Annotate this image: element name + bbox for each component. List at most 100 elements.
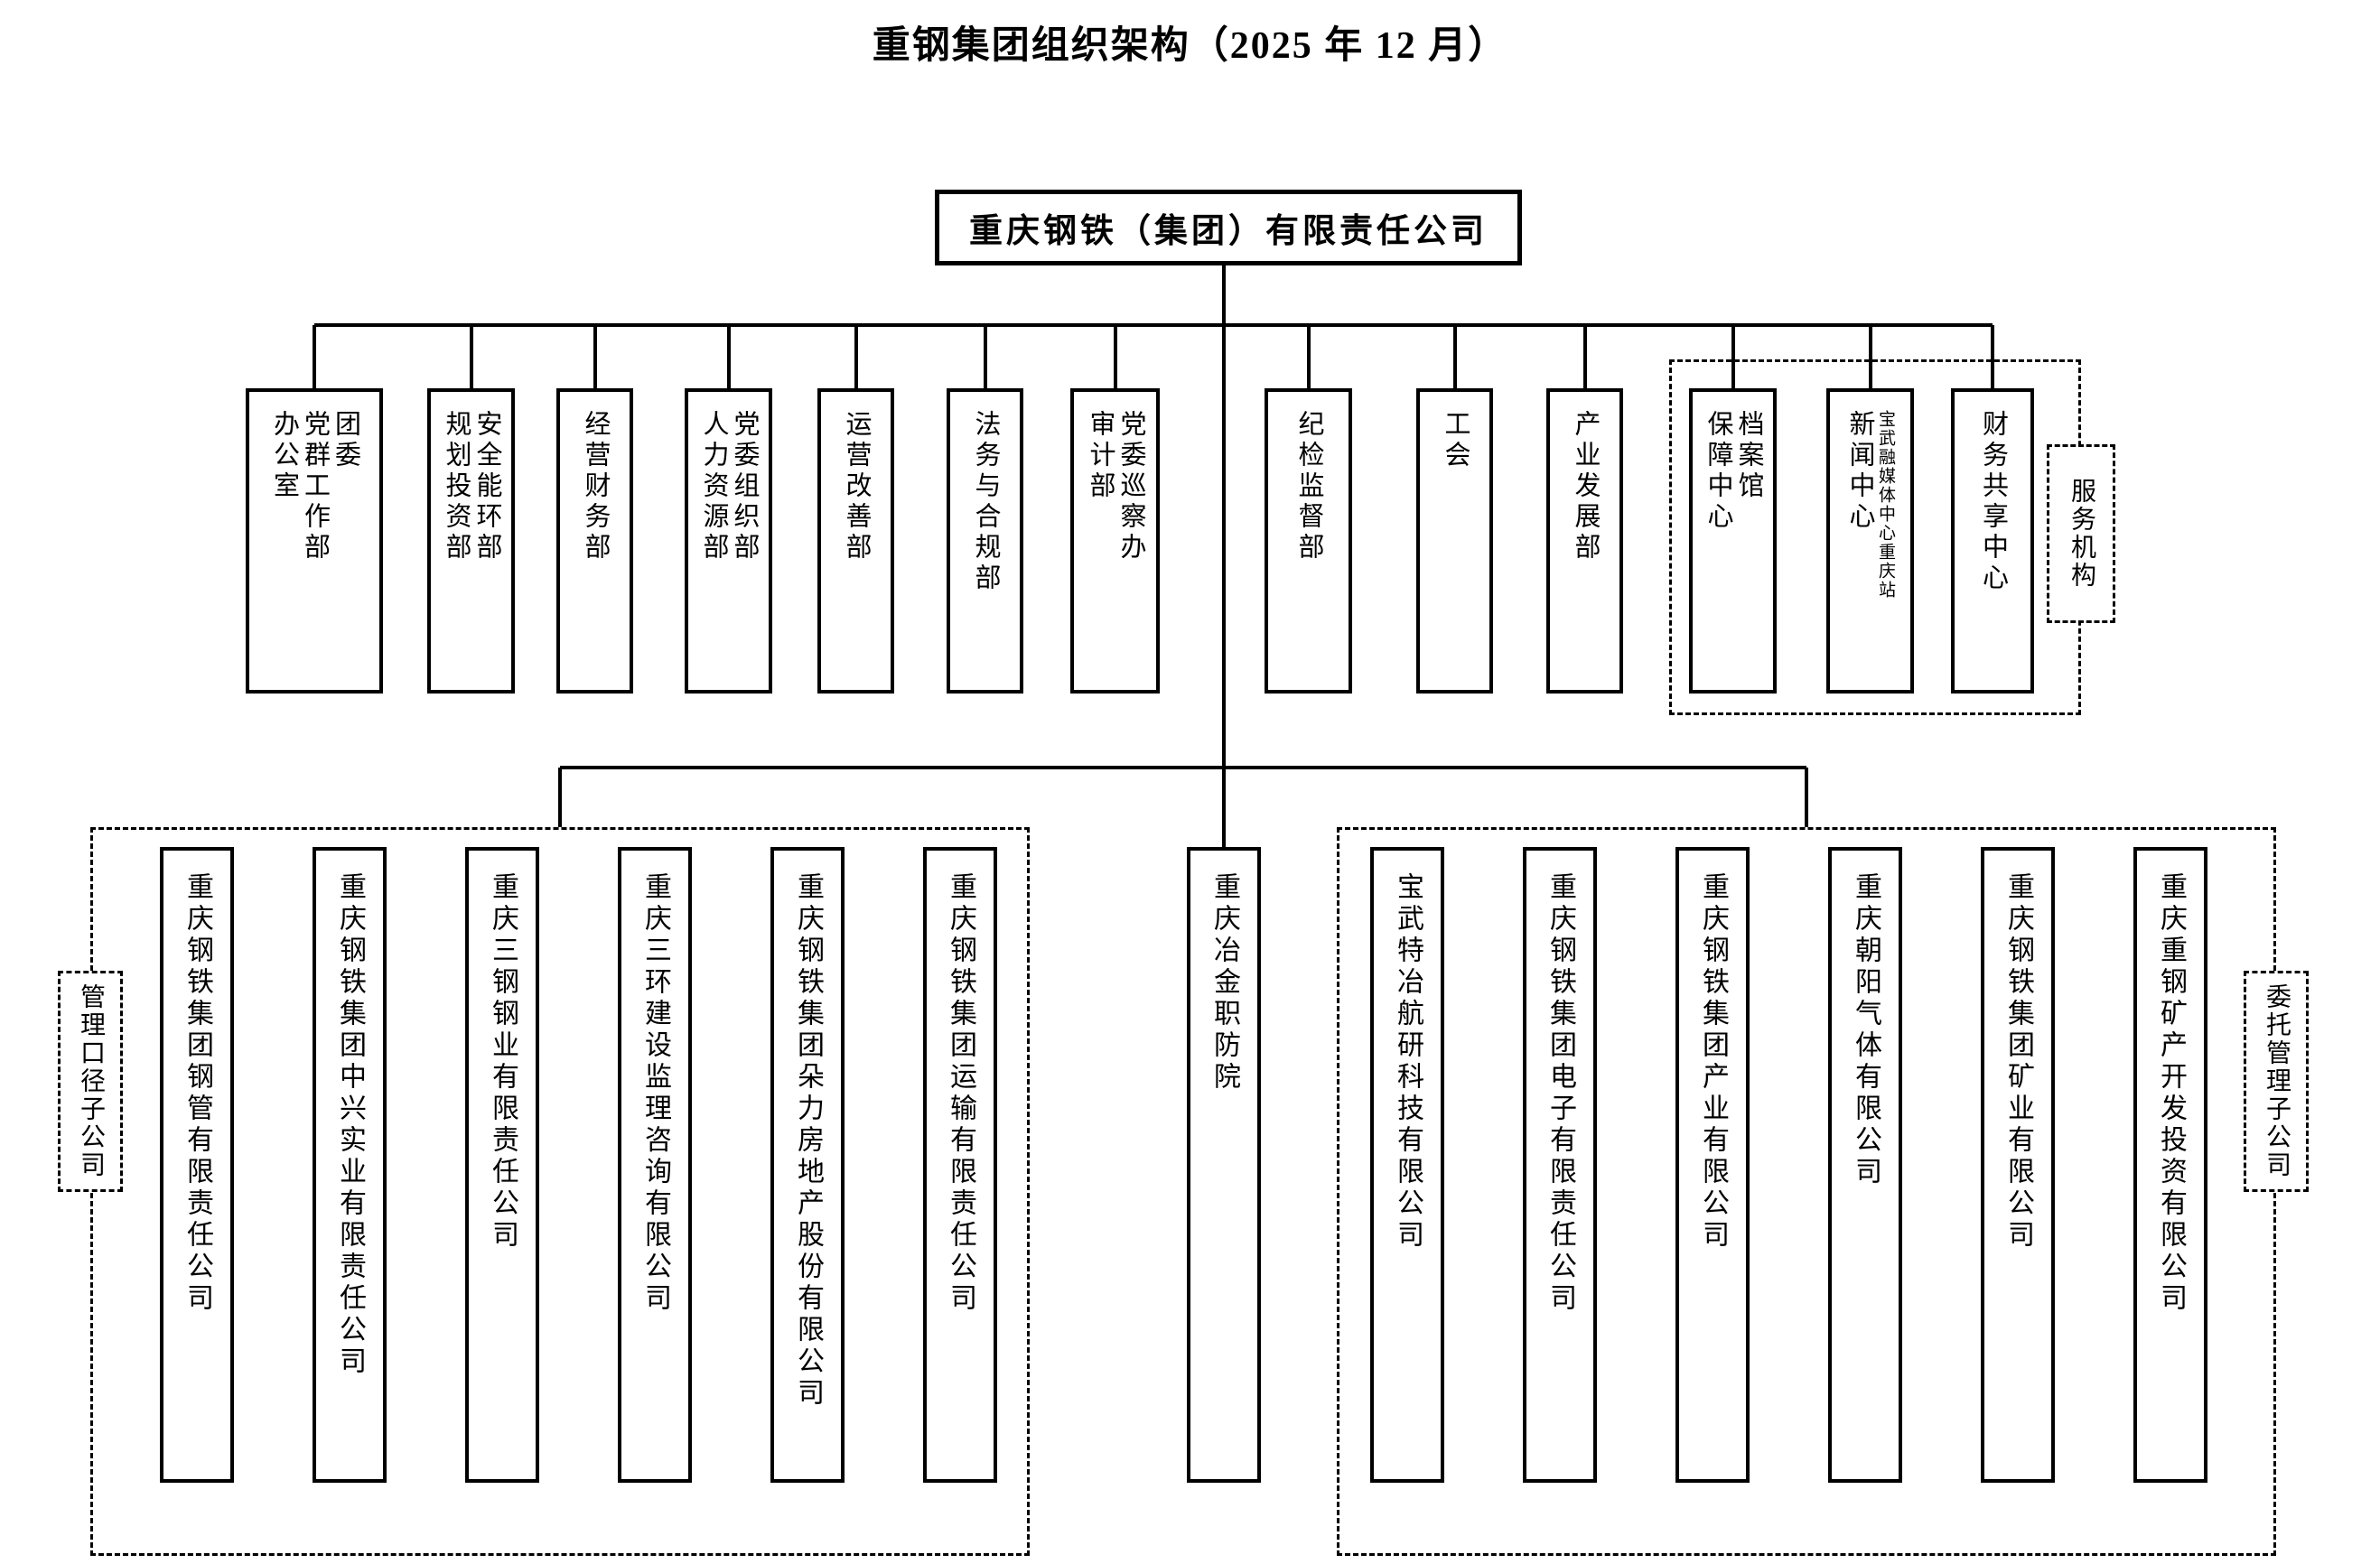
connector-line	[1731, 325, 1735, 388]
vertical-text: 人力资源部党委组织部	[695, 392, 761, 690]
connector-line	[1991, 325, 1994, 388]
name-column: 保障中心	[1703, 410, 1732, 533]
vertical-text: 纪检监督部	[1291, 392, 1326, 690]
name-column: 重庆钢铁集团矿业有限公司	[2003, 872, 2033, 1252]
connector-line	[314, 323, 1993, 327]
connector-line	[469, 325, 473, 388]
name-column: 规划投资部	[442, 410, 471, 563]
name-column: 纪检监督部	[1294, 410, 1323, 563]
connector-line	[1868, 325, 1872, 388]
service-group-label-text: 服务机构	[2067, 478, 2095, 590]
vertical-text: 办公室党群工作部团委	[266, 392, 363, 690]
root-company-box: 重庆钢铁（集团）有限责任公司	[935, 190, 1522, 265]
connector-line	[1582, 325, 1587, 388]
name-column: 产业发展部	[1571, 410, 1600, 563]
vertical-text: 重庆钢铁集团产业有限公司	[1694, 851, 1731, 1479]
vertical-text: 重庆三钢钢业有限责任公司	[484, 851, 520, 1479]
name-column: 党群工作部	[300, 410, 330, 563]
vertical-text: 重庆朝阳气体有限公司	[1847, 851, 1883, 1479]
connector-line	[1306, 325, 1311, 388]
dept-box: 审计部党委巡察办	[1070, 388, 1160, 694]
name-column: 重庆钢铁集团中兴实业有限责任公司	[335, 872, 365, 1378]
connector-line	[854, 325, 858, 388]
vertical-text: 重庆钢铁集团运输有限责任公司	[942, 851, 978, 1479]
dept-box: 经营财务部	[556, 388, 633, 694]
vertical-text: 工会	[1437, 392, 1472, 690]
connector-line	[1805, 768, 1808, 827]
vertical-text: 重庆钢铁集团矿业有限公司	[2000, 851, 2036, 1479]
name-column: 审计部	[1086, 410, 1115, 502]
vertical-text: 重庆冶金职防院	[1206, 851, 1242, 1479]
connector-line	[558, 768, 562, 827]
dept-box: 人力资源部党委组织部	[685, 388, 772, 694]
dept-box: 运营改善部	[817, 388, 894, 694]
connector-line	[560, 766, 1806, 769]
entrusted-subsidiaries-label: 委托管理子公司	[2244, 971, 2309, 1192]
managed-company-box: 重庆钢铁集团运输有限责任公司	[923, 847, 997, 1483]
managed-company-box: 重庆三钢钢业有限责任公司	[465, 847, 539, 1483]
name-column: 安全能环部	[472, 410, 501, 563]
vertical-text: 重庆钢铁集团中兴实业有限责任公司	[331, 851, 368, 1479]
name-column: 重庆三环建设监理咨询有限公司	[640, 872, 670, 1315]
name-column: 经营财务部	[581, 410, 610, 563]
vertical-text: 重庆三环建设监理咨询有限公司	[637, 851, 673, 1479]
name-column: 重庆朝阳气体有限公司	[1851, 872, 1881, 1188]
vertical-text: 审计部党委巡察办	[1082, 392, 1148, 690]
name-column: 团委	[331, 410, 360, 471]
managed-company-box: 重庆三环建设监理咨询有限公司	[618, 847, 692, 1483]
name-column: 法务与合规部	[971, 410, 1000, 594]
entrusted-company-box: 重庆钢铁集团电子有限责任公司	[1523, 847, 1597, 1483]
service-dept-box: 财务共享中心	[1951, 388, 2034, 694]
vertical-text: 经营财务部	[577, 392, 612, 690]
vertical-text: 法务与合规部	[967, 392, 1003, 690]
connector-line	[313, 325, 316, 388]
standalone-unit-box: 重庆冶金职防院	[1187, 847, 1261, 1483]
service-dept-box: 新闻中心宝武融媒体中心重庆站	[1826, 388, 1914, 694]
service-group-label: 服务机构	[2047, 444, 2115, 623]
dept-box: 规划投资部安全能环部	[427, 388, 515, 694]
managed-subsidiaries-label-text: 管理口径子公司	[77, 983, 105, 1179]
name-column: 重庆钢铁集团朵力房地产股份有限公司	[793, 872, 823, 1410]
entrusted-company-box: 重庆钢铁集团产业有限公司	[1675, 847, 1750, 1483]
vertical-text: 产业发展部	[1567, 392, 1602, 690]
dept-box: 办公室党群工作部团委	[246, 388, 383, 694]
managed-subsidiaries-label: 管理口径子公司	[58, 971, 123, 1192]
managed-company-box: 重庆钢铁集团中兴实业有限责任公司	[313, 847, 387, 1483]
vertical-text: 新闻中心宝武融媒体中心重庆站	[1842, 392, 1899, 690]
entrusted-company-box: 重庆钢铁集团矿业有限公司	[1981, 847, 2055, 1483]
vertical-text: 财务共享中心	[1975, 392, 2011, 690]
vertical-text: 重庆钢铁集团电子有限责任公司	[1542, 851, 1578, 1479]
service-dept-box: 保障中心档案馆	[1689, 388, 1777, 694]
dept-box: 工会	[1416, 388, 1493, 694]
entrusted-company-box: 重庆朝阳气体有限公司	[1828, 847, 1902, 1483]
name-column: 重庆冶金职防院	[1209, 872, 1239, 1094]
name-column: 办公室	[269, 410, 299, 502]
dept-box: 纪检监督部	[1265, 388, 1352, 694]
name-column: 人力资源部	[699, 410, 728, 563]
vertical-text: 规划投资部安全能环部	[438, 392, 504, 690]
name-column: 宝武融媒体中心重庆站	[1876, 410, 1895, 600]
managed-company-box: 重庆钢铁集团朵力房地产股份有限公司	[770, 847, 845, 1483]
chart-title: 重钢集团组织架构（2025 年 12 月）	[872, 25, 1508, 67]
connector-line	[983, 325, 987, 388]
vertical-text: 重庆重钢矿产开发投资有限公司	[2152, 851, 2189, 1479]
vertical-text: 宝武特冶航研科技有限公司	[1389, 851, 1425, 1479]
entrusted-company-box: 宝武特冶航研科技有限公司	[1370, 847, 1444, 1483]
vertical-text: 运营改善部	[838, 392, 873, 690]
entrusted-company-box: 重庆重钢矿产开发投资有限公司	[2133, 847, 2207, 1483]
connector-line	[726, 325, 731, 388]
connector-line	[1222, 265, 1226, 847]
root-company-name: 重庆钢铁（集团）有限责任公司	[969, 213, 1488, 250]
dept-box: 产业发展部	[1546, 388, 1623, 694]
name-column: 重庆钢铁集团产业有限公司	[1698, 872, 1728, 1252]
entrusted-subsidiaries-label-text: 委托管理子公司	[2263, 983, 2291, 1179]
name-column: 党委巡察办	[1116, 410, 1145, 563]
vertical-text: 重庆钢铁集团钢管有限责任公司	[179, 851, 215, 1479]
name-column: 财务共享中心	[1978, 410, 2008, 594]
name-column: 新闻中心	[1845, 410, 1874, 533]
name-column: 重庆钢铁集团运输有限责任公司	[946, 872, 975, 1315]
name-column: 工会	[1441, 410, 1470, 471]
dept-box: 法务与合规部	[947, 388, 1023, 694]
name-column: 档案馆	[1734, 410, 1763, 502]
